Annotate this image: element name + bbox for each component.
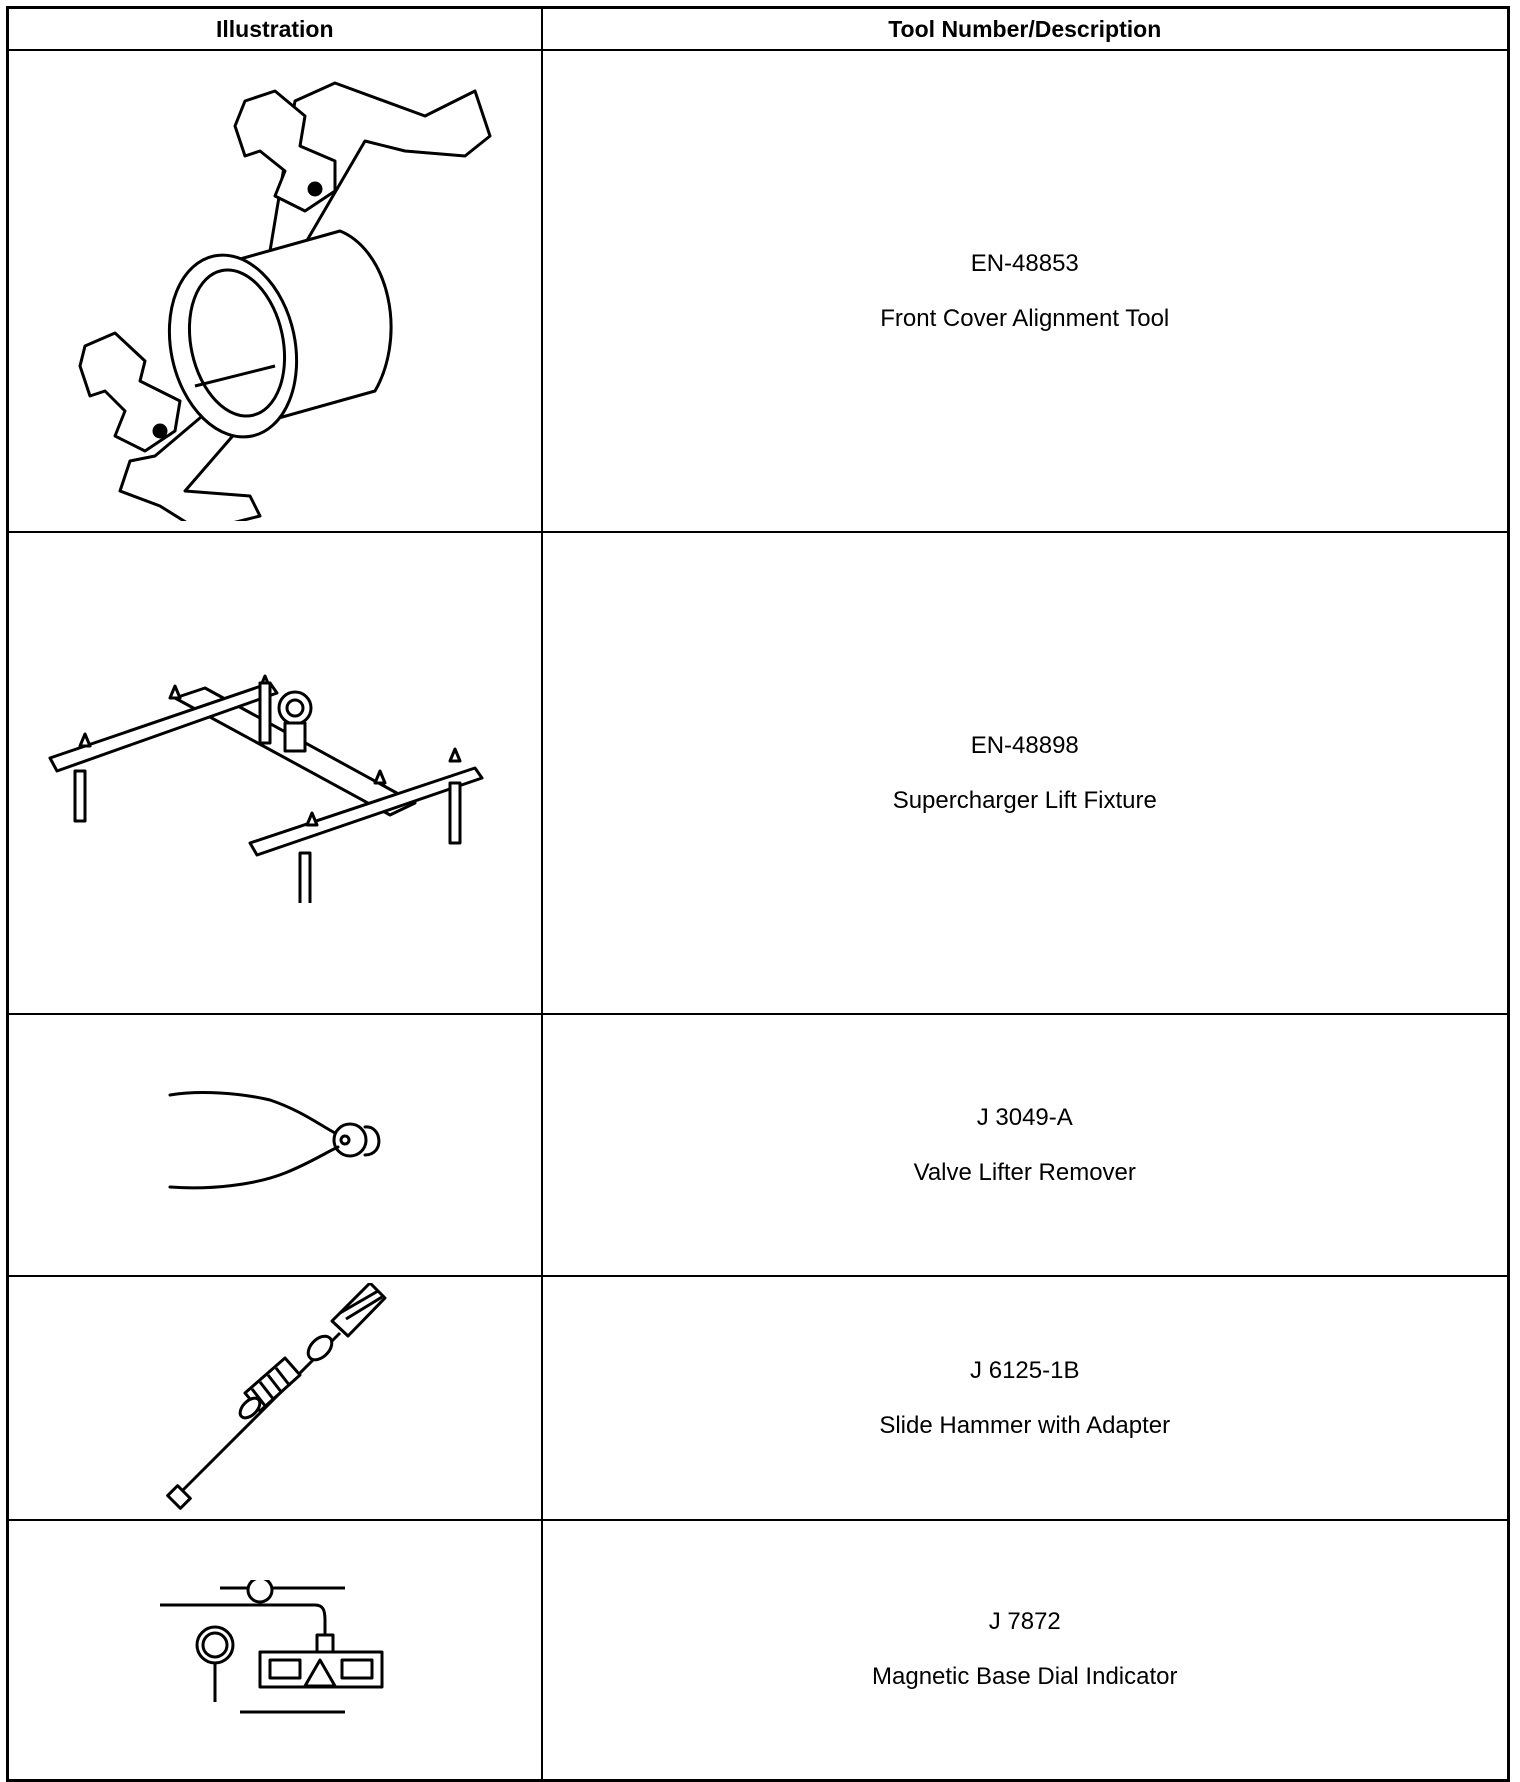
header-row: Illustration Tool Number/Description bbox=[6, 6, 1510, 51]
tool-description: Magnetic Base Dial Indicator bbox=[872, 1663, 1178, 1691]
table-row: J 6125-1B Slide Hammer with Adapter bbox=[6, 1275, 1510, 1521]
tool-number: EN-48853 bbox=[970, 249, 1079, 277]
tool-number: J 6125-1B bbox=[970, 1356, 1080, 1384]
table-row: J 3049-A Valve Lifter Remover bbox=[6, 1013, 1510, 1277]
front-cover-alignment-tool-icon bbox=[78, 81, 492, 521]
tools-table: Illustration Tool Number/Description bbox=[6, 6, 1510, 1782]
dial-indicator-icon bbox=[159, 1579, 384, 1714]
description-cell: EN-48898 Supercharger Lift Fixture bbox=[540, 531, 1510, 1015]
valve-lifter-remover-icon bbox=[168, 1091, 381, 1190]
tool-description: Front Cover Alignment Tool bbox=[880, 304, 1170, 332]
supercharger-lift-fixture-icon bbox=[48, 674, 484, 903]
description-cell: J 6125-1B Slide Hammer with Adapter bbox=[540, 1275, 1510, 1521]
tool-description: Supercharger Lift Fixture bbox=[892, 786, 1157, 814]
table-row: EN-48898 Supercharger Lift Fixture bbox=[6, 531, 1510, 1015]
description-cell: EN-48853 Front Cover Alignment Tool bbox=[540, 49, 1510, 533]
tool-number: J 7872 bbox=[988, 1608, 1061, 1636]
tool-number: EN-48898 bbox=[970, 731, 1079, 759]
table-row: J 7872 Magnetic Base Dial Indicator bbox=[6, 1519, 1510, 1781]
tool-number: J 3049-A bbox=[976, 1103, 1073, 1131]
table-row: EN-48853 Front Cover Alignment Tool bbox=[6, 49, 1510, 533]
tool-description: Valve Lifter Remover bbox=[913, 1158, 1136, 1186]
header-tool-description: Tool Number/Description bbox=[540, 6, 1510, 51]
description-cell: J 3049-A Valve Lifter Remover bbox=[540, 1013, 1510, 1277]
slide-hammer-icon bbox=[165, 1283, 387, 1510]
header-illustration: Illustration bbox=[6, 6, 543, 51]
illustration-cell bbox=[6, 1013, 543, 1277]
illustration-cell bbox=[6, 1275, 543, 1521]
illustration-cell bbox=[6, 531, 543, 1015]
illustration-cell bbox=[6, 49, 543, 533]
description-cell: J 7872 Magnetic Base Dial Indicator bbox=[540, 1519, 1510, 1781]
tool-description: Slide Hammer with Adapter bbox=[879, 1411, 1171, 1439]
illustration-cell bbox=[6, 1519, 543, 1781]
